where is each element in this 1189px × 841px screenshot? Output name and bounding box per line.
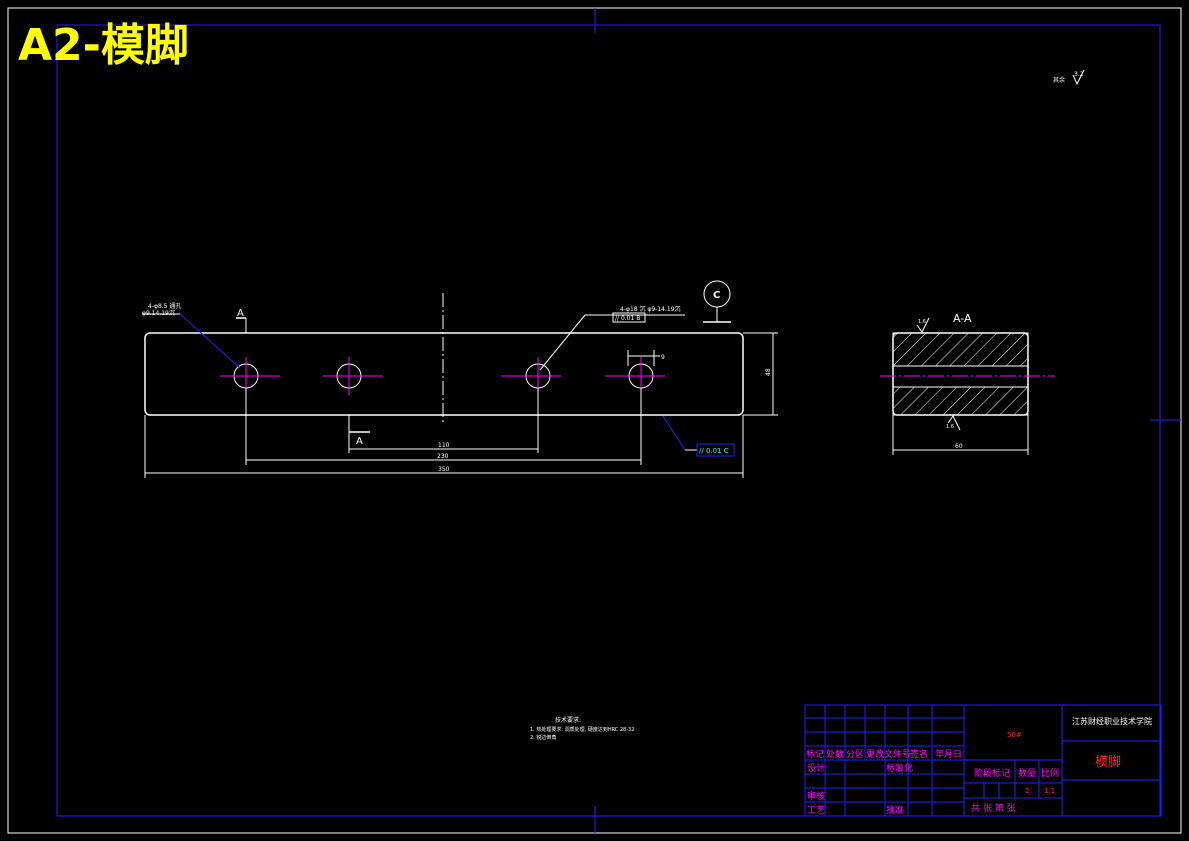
tech-notes-line1: 1. 热处理要求: 调质处理, 硬度达到HRC 28-32 — [530, 726, 634, 733]
tb-header-zone: 分区 — [846, 749, 864, 760]
dim-hole-text: 9 — [661, 354, 665, 361]
section-rough-top: 1.6 — [918, 319, 926, 325]
hole-3 — [501, 357, 561, 395]
tb-stage-mark: 阶段标记 — [974, 767, 1010, 779]
hole-note-right-leader — [539, 314, 586, 371]
hole-4 — [605, 357, 665, 395]
dim-350-text: 350 — [438, 466, 450, 473]
tolerance-frame-bottom-text: // 0.01 C — [699, 447, 729, 455]
dim-60-text: 60 — [955, 443, 963, 450]
technical-notes: 技术要求: 1. 热处理要求: 调质处理, 硬度达到HRC 28-32 2. 锐… — [530, 716, 634, 741]
tb-review: 审核 — [807, 790, 825, 802]
hole-1 — [220, 357, 280, 395]
hole-note-left-1: 4-φ8.5 通孔 — [148, 302, 181, 310]
drawing-title: A2-模脚 — [18, 20, 189, 71]
section-outline — [892, 332, 1029, 416]
roughness-symbol-icon — [1072, 69, 1085, 86]
section-view: A-A 1.6 1.6 60 — [880, 312, 1055, 455]
datum-label: C — [713, 290, 720, 301]
tolerance-frame-top-text: // 0.01 B — [615, 315, 640, 322]
tb-scale: 比例 — [1041, 767, 1059, 779]
section-view-label: A-A — [953, 312, 972, 325]
dim-110-text: 110 — [438, 442, 450, 449]
tb-process: 工艺 — [807, 805, 825, 816]
tb-part-name: 模脚 — [1095, 754, 1121, 770]
tb-header-change-doc: 更改文件号 — [866, 748, 911, 760]
plate-outline — [144, 332, 744, 416]
tb-header-sign: 签名 — [910, 748, 928, 760]
tech-notes-line2: 2. 锐边倒角 — [530, 734, 556, 741]
section-rough-top-icon — [916, 317, 930, 333]
tolerance-frame-bottom — [696, 443, 735, 457]
tb-header-count: 处数 — [826, 748, 844, 760]
hole-note-left-leader — [179, 313, 241, 369]
section-mark-top: A — [237, 308, 244, 319]
tb-quantity: 数量 — [1018, 767, 1036, 779]
tb-quantity-value: 2 — [1025, 787, 1029, 795]
tolerance-frame-top — [612, 312, 646, 323]
front-view: A A 4-φ8.5 通孔 φ9.14.19沉 4-φ18 沉 φ9-14.19… — [142, 280, 778, 478]
dim-48-text: 48 — [765, 368, 772, 376]
roughness-value: 3.2 — [1074, 71, 1084, 78]
dim-230-text: 230 — [437, 453, 449, 460]
tech-notes-heading: 技术要求: — [555, 716, 581, 724]
hole-2 — [323, 357, 383, 395]
roughness-label: 其余 — [1053, 76, 1065, 84]
section-hatch-bottom — [892, 386, 1029, 416]
title-block: 标记 处数 分区 更改文件号 签名 年月日 设计 标准化 审核 工艺 批准 50… — [804, 704, 1162, 817]
hole-note-left-2: φ9.14.19沉 — [142, 309, 175, 317]
tb-scale-value: 1:1 — [1044, 787, 1055, 795]
section-mark-bottom: A — [356, 436, 363, 447]
hole-note-right: 4-φ18 沉 φ9-14.19沉 — [620, 305, 681, 313]
tb-material: 50# — [1007, 731, 1022, 739]
tb-header-mark: 标记 — [806, 748, 824, 760]
section-hatch-top — [892, 332, 1029, 367]
tb-sheets: 共 张 第 张 — [971, 802, 1016, 814]
tb-standardize: 标准化 — [886, 762, 913, 774]
sheet-inner-frame — [56, 24, 1161, 817]
section-rough-bottom: 1.6 — [946, 424, 954, 430]
section-rough-bottom-icon — [947, 415, 961, 431]
sheet-outer-border — [7, 7, 1182, 834]
tolerance-bottom-leader — [662, 415, 686, 451]
tb-header-date: 年月日 — [935, 748, 962, 760]
tb-design: 设计 — [807, 762, 825, 774]
tb-school: 江苏财经职业技术学院 — [1072, 716, 1152, 726]
tb-approve: 批准 — [886, 804, 904, 816]
